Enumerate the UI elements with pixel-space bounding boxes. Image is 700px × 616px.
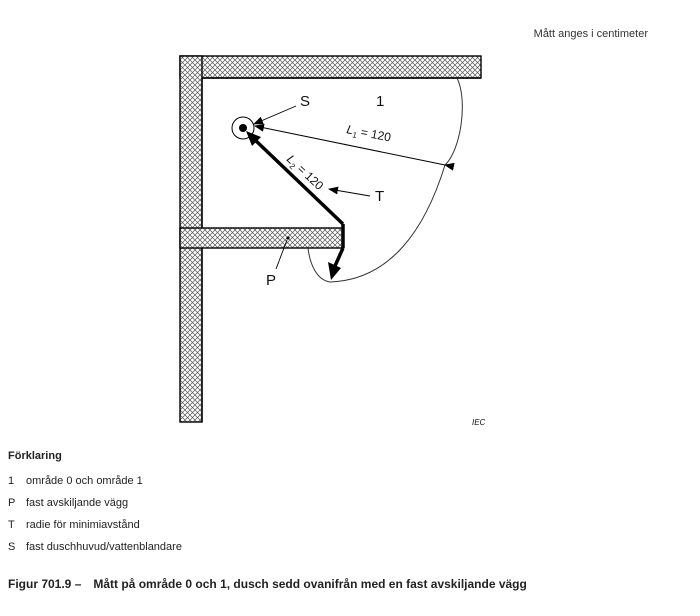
figure-number: Figur 701.9 – (8, 577, 82, 591)
legend-key: P (8, 497, 16, 509)
T-leader-line (328, 186, 371, 197)
label-T: T (375, 188, 384, 205)
legend-key: S (8, 541, 16, 553)
legend-item: 1 område 0 och område 1 (8, 474, 182, 496)
L1-subscript: 1 (352, 130, 359, 140)
figure-caption-text: Mått på område 0 och 1, dusch sedd ovani… (93, 577, 527, 591)
legend-text: område 0 och område 1 (26, 475, 143, 487)
units-note: Mått anges i centimeter (533, 28, 648, 40)
label-S: S (300, 93, 310, 110)
label-zone-1: 1 (376, 93, 384, 110)
legend-key: T (8, 519, 15, 531)
L2-value: = 120 (292, 160, 326, 193)
partition-wall-P (179, 227, 344, 249)
legend-key: 1 (8, 475, 15, 487)
figure-caption: Figur 701.9 – Mått på område 0 och 1, dus… (8, 577, 527, 591)
shower-plan-diagram: S 1 T P L1 = 120 L 2 = 120 IEC (179, 55, 486, 427)
L1-value: = 120 (356, 124, 392, 144)
P-leader-dot (286, 236, 290, 240)
L2-subscript: 2 (287, 162, 297, 172)
legend-text: fast avskiljande vägg (26, 497, 129, 509)
iec-mark: IEC (472, 418, 486, 427)
legend-text: fast duschhuvud/vattenblandare (26, 541, 182, 553)
top-wall (179, 55, 482, 79)
label-L1: L1 = 120 (345, 122, 392, 146)
walls (179, 55, 482, 423)
T-radius-arrowhead (246, 131, 261, 146)
zone-boundary-curve (307, 77, 463, 283)
label-P: P (266, 272, 276, 289)
shower-head-ring (231, 116, 255, 140)
T-radius-line (252, 137, 345, 226)
T-radius-lower-arrowhead (328, 262, 341, 280)
P-leader-line (275, 239, 288, 270)
T-radius-lower-segment (333, 247, 345, 267)
legend-title: Förklaring (8, 450, 62, 462)
S-leader-line (253, 105, 297, 125)
shower-head-dot (239, 124, 247, 132)
legend-text: radie för minimiavstånd (26, 519, 140, 531)
L1-symbol: L (345, 122, 354, 137)
L1-dimension-line (254, 123, 455, 171)
